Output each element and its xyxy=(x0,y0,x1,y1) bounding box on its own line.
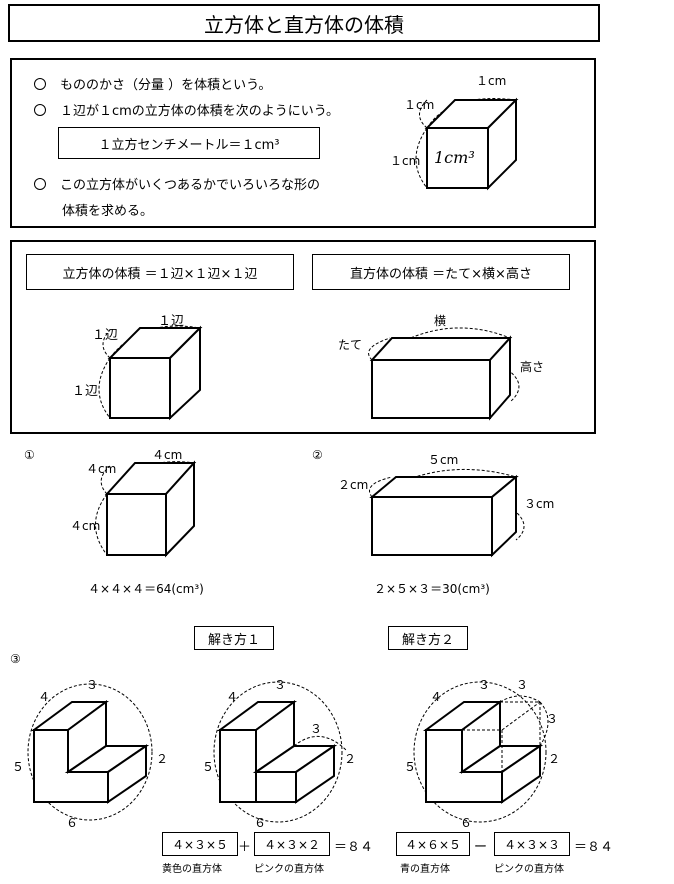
page-title-text: 立方体と直方体の体積 xyxy=(204,12,404,37)
cuboid-diagram xyxy=(368,327,520,421)
eq2-result: ＝８４ xyxy=(574,840,614,855)
page-title: 立方体と直方体の体積 xyxy=(8,4,600,42)
eq2-box-2: ４×３×３ xyxy=(494,832,570,856)
fig2-label-d: ３ xyxy=(310,722,323,736)
unit-cube-height-label: １cm xyxy=(390,154,421,168)
eq2-label-1: 青の直方体 xyxy=(400,864,450,875)
fig3-label-e: ５ xyxy=(404,760,417,774)
fig2-label-f: ６ xyxy=(254,816,267,830)
intro-bullet-1: もののかさ（分量 ）を体積という。 xyxy=(34,74,271,93)
eq1-result: ＝８４ xyxy=(334,840,374,855)
bullet-circle-icon xyxy=(34,178,46,190)
cuboid-height-label: 高さ xyxy=(520,360,545,374)
unit-cube-face-label: 1cm³ xyxy=(434,148,475,167)
problem-2-top-label: ５cm xyxy=(428,453,459,467)
unit-cube-top-label: １cm xyxy=(476,74,507,88)
eq2-box-1: ４×６×５ xyxy=(396,832,470,856)
problem-2-cuboid xyxy=(369,469,525,558)
bullet-circle-icon xyxy=(34,104,46,116)
fig2-label-c: ５ xyxy=(202,760,215,774)
fig3-label-a: ４ xyxy=(430,690,443,704)
unit-cube-side-label: １cm xyxy=(404,98,435,112)
fig1-label-e: ６ xyxy=(66,816,79,830)
formula-section xyxy=(10,240,596,434)
problem-2-height-label: ３cm xyxy=(524,497,555,511)
method-1-label: 解き方１ xyxy=(194,626,274,650)
fig3-label-f: ２ xyxy=(548,752,561,766)
unit-cube-figure xyxy=(415,97,519,191)
l-shape-figure-3 xyxy=(413,681,549,823)
cube-edge-height-label: １辺 xyxy=(72,384,99,399)
problem-1-number: ① xyxy=(24,448,35,462)
problem-3-number: ③ xyxy=(10,652,21,666)
intro-bullet-3: この立方体がいくつあるかでいろいろな形の xyxy=(34,174,320,193)
eq1-label-2: ピンクの直方体 xyxy=(254,864,324,875)
l-shape-figure-1 xyxy=(27,683,153,821)
fig2-label-a: ４ xyxy=(226,690,239,704)
fig2-label-e: ２ xyxy=(344,752,357,766)
cube-formula-box: 立方体の体積 ＝１辺×１辺×１辺 xyxy=(26,254,294,290)
intro-bullet-3-cont: 体積を求める。 xyxy=(62,204,154,219)
problem-1-top-label: ４cm xyxy=(152,448,183,462)
eq1-operator: ＋ xyxy=(238,840,252,855)
fig2-label-b: ３ xyxy=(274,678,287,692)
intro-section xyxy=(10,58,596,228)
fig3-label-g: ６ xyxy=(460,816,473,830)
eq1-box-2: ４×３×２ xyxy=(254,832,330,856)
cube-edge-top-label: １辺 xyxy=(158,314,185,329)
intro-bullet-2: １辺が１cmの立方体の体積を次のようにいう。 xyxy=(34,100,339,119)
fig1-label-d: ２ xyxy=(156,752,169,766)
problem-1-answer: ４×４×４＝64(cm³) xyxy=(88,582,204,596)
eq2-label-2: ピンクの直方体 xyxy=(494,864,564,875)
problem-1-cube xyxy=(95,460,197,558)
eq2-operator: ー xyxy=(474,840,488,855)
problem-2-number: ② xyxy=(312,448,323,462)
fig1-label-c: ５ xyxy=(12,760,25,774)
definition-box: １立方センチメートル＝１cm³ xyxy=(58,127,320,159)
eq1-label-1: 黄色の直方体 xyxy=(162,864,222,875)
fig3-label-c: ３ xyxy=(516,678,529,692)
eq1-box-1: ４×３×５ xyxy=(162,832,238,856)
problem-1-height-label: ４cm xyxy=(70,519,101,533)
fig3-label-d: ３ xyxy=(546,712,559,726)
fig3-label-b: ３ xyxy=(478,678,491,692)
cube-edge-side-label: １辺 xyxy=(92,328,119,343)
cuboid-formula-box: 直方体の体積 ＝たて×横×高さ xyxy=(312,254,570,290)
fig1-label-b: ３ xyxy=(86,678,99,692)
cuboid-depth-label: たて xyxy=(338,338,363,352)
cuboid-width-label: 横 xyxy=(434,314,447,328)
cube-diagram xyxy=(98,325,203,421)
problem-2-answer: ２×５×３＝30(cm³) xyxy=(374,582,490,596)
method-2-label: 解き方２ xyxy=(388,626,468,650)
l-shape-figure-2 xyxy=(213,681,347,823)
fig1-label-a: ４ xyxy=(38,690,51,704)
problem-2-side-label: ２cm xyxy=(338,478,369,492)
problem-1-side-label: ４cm xyxy=(86,462,117,476)
bullet-circle-icon xyxy=(34,78,46,90)
